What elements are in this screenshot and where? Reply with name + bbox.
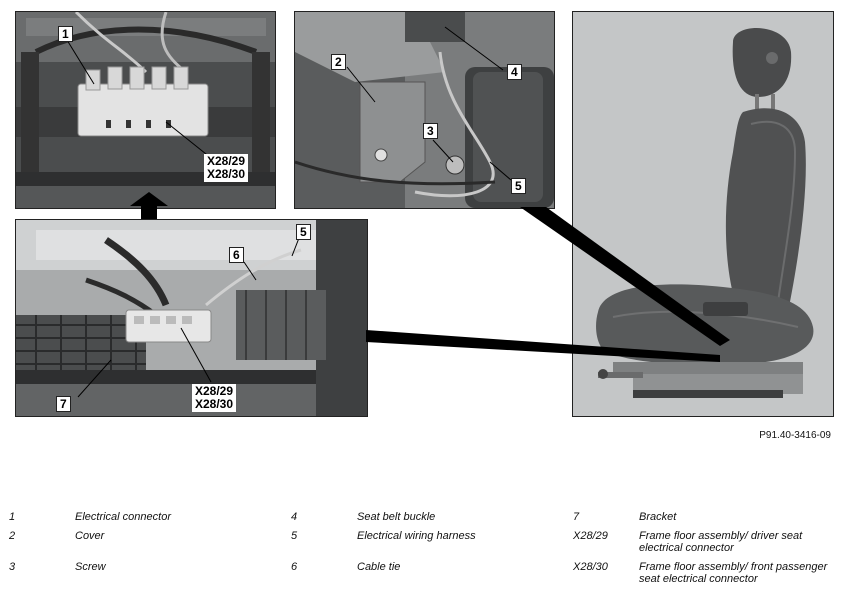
connector-detail-panel: 1 X28/29 X28/30: [15, 11, 276, 209]
callout-5-top: 5: [511, 178, 526, 194]
arrow-up-icon: [130, 192, 168, 222]
callout-4: 4: [507, 64, 522, 80]
connector-label-x28-30: X28/30: [195, 397, 234, 411]
connector-label-top: X28/29 X28/30: [204, 154, 249, 182]
seat-overview-panel: [572, 11, 834, 417]
wiring-detail-illustration: [16, 220, 367, 416]
callout-2: 2: [331, 54, 346, 70]
connector-label-x28-30: X28/30: [207, 167, 246, 181]
connector-label-bottom: X28/29 X28/30: [192, 384, 237, 412]
callout-1: 1: [58, 26, 73, 42]
buckle-detail-illustration: [295, 12, 554, 208]
connector-detail-illustration: [16, 12, 275, 208]
callout-3: 3: [423, 123, 438, 139]
wiring-detail-panel: 5 6 7 X28/29 X28/30: [15, 219, 368, 417]
callout-5-bottom: 5: [296, 224, 311, 240]
connector-label-x28-29: X28/29: [207, 154, 246, 168]
seat-illustration: [573, 12, 833, 416]
callout-7: 7: [56, 396, 71, 412]
buckle-detail-panel: 2 3 4 5: [294, 11, 555, 209]
callout-6: 6: [229, 247, 244, 263]
connector-label-x28-29: X28/29: [195, 384, 234, 398]
figure-reference: P91.40-3416-09: [759, 430, 831, 441]
